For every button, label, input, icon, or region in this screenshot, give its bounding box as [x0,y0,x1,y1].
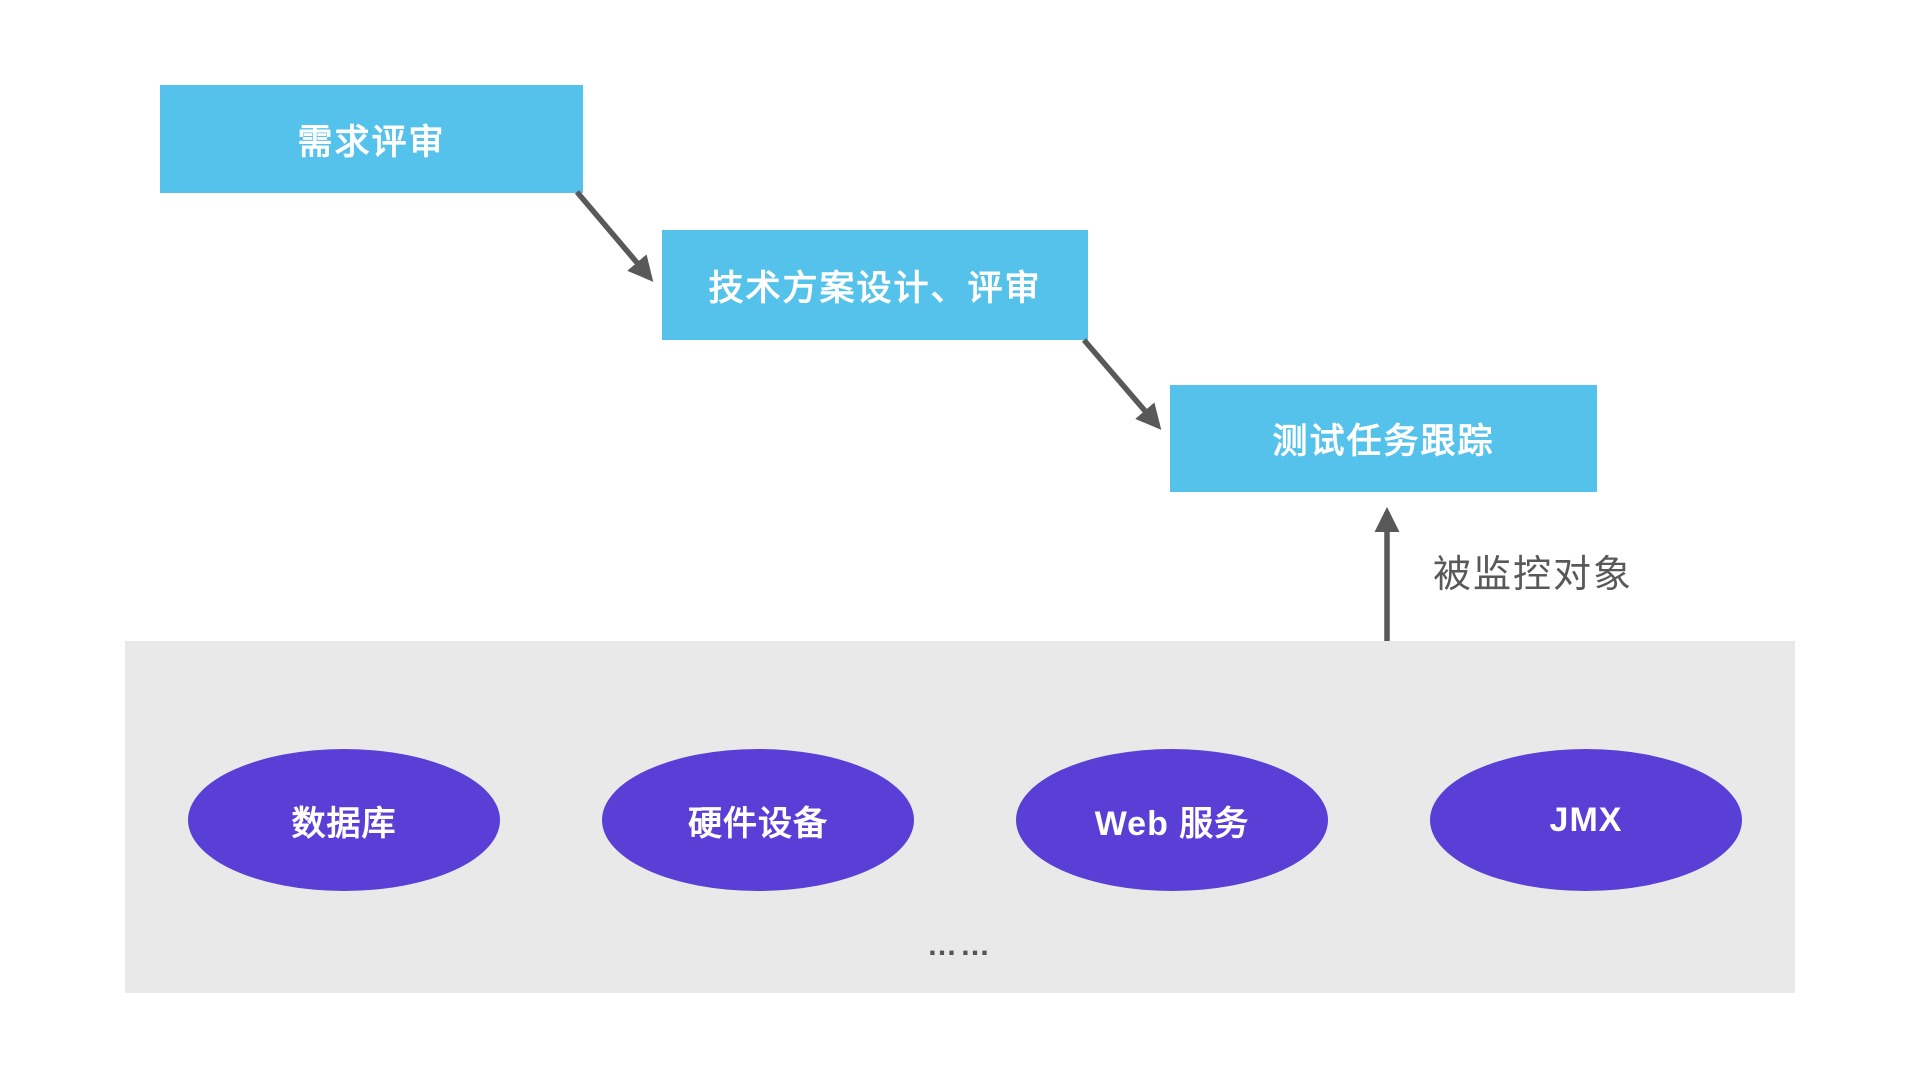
target-ellipse-hardware: 硬件设备 [602,749,914,891]
monitored-objects-annotation: 被监控对象 [1433,554,1634,596]
step-label: 测试任务跟踪 [1272,422,1495,461]
monitored-objects-panel: 数据库 硬件设备 Web 服务 JMX …… [125,641,1795,993]
target-label: 硬件设备 [688,804,828,843]
target-label: Web 服务 [1094,804,1250,843]
target-label: JMX [1549,800,1623,839]
arrow-step1-to-step2-icon [574,190,654,282]
more-targets-ellipsis: …… [927,929,993,962]
step-box-requirements-review: 需求评审 [160,85,583,193]
step-box-technical-design-review: 技术方案设计、评审 [662,230,1088,340]
step-label: 需求评审 [297,122,446,162]
target-ellipse-web-service: Web 服务 [1016,749,1328,891]
target-ellipse-jmx: JMX [1430,749,1742,891]
arrow-step2-to-step3-icon [1081,338,1162,430]
step-label: 技术方案设计、评审 [708,268,1042,308]
target-ellipse-database: 数据库 [188,749,500,891]
target-label: 数据库 [291,804,397,843]
step-box-test-task-tracking: 测试任务跟踪 [1170,385,1597,492]
